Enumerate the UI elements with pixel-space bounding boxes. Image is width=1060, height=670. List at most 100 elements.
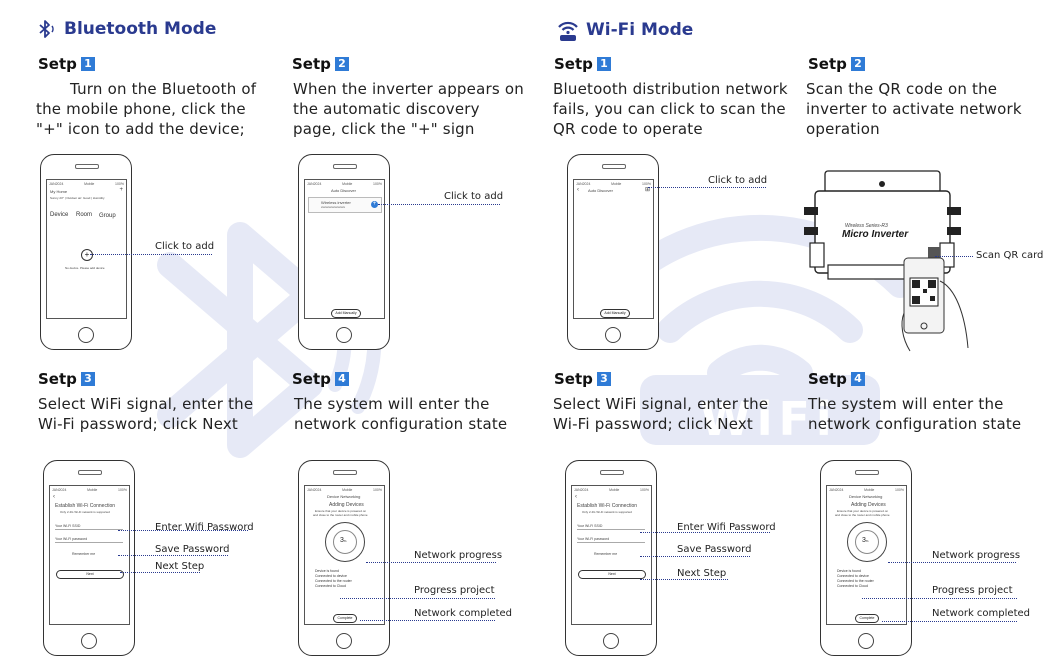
adding-desc-1: Ensure that your device is powered on — [837, 509, 889, 513]
tab-device[interactable]: Device — [50, 212, 69, 218]
wifi-conn-subtitle: Only 2.4G Wi-Fi network is supported — [582, 510, 632, 514]
status-time: JAN2024 — [829, 488, 844, 492]
phone-home-button — [336, 327, 352, 343]
wifi-icon — [558, 21, 578, 41]
remember-checkbox[interactable]: Remember me — [594, 552, 618, 556]
check-item: Connected to the router — [837, 579, 874, 583]
scan-plus-icon[interactable]: ⊞ — [644, 187, 650, 193]
screen-title: Auto Discover — [331, 188, 356, 193]
networking-title: Device Networking — [849, 494, 883, 499]
wifi-s3-callout-next: Next Step — [677, 568, 727, 579]
wifi-s1-callout: Click to add — [708, 175, 768, 186]
bt-s3-leader-2 — [118, 555, 228, 556]
status-carrier: Mobile — [84, 182, 95, 186]
text-line: operation — [806, 120, 880, 138]
step-label: Setp — [292, 55, 331, 73]
status-battery: 100% — [640, 488, 649, 492]
bt-s3-callout-password: Enter Wifi Password — [155, 522, 254, 533]
back-chevron-icon[interactable]: ‹ — [575, 494, 577, 500]
ssid-field[interactable]: Your Wi-Fi SSID — [55, 524, 81, 528]
wifi-s3-leader-3 — [640, 579, 728, 580]
complete-button[interactable]: Complete — [855, 614, 879, 623]
phone-speaker — [78, 470, 102, 475]
wifi-s4-leader-1 — [888, 562, 1016, 563]
password-field[interactable]: Your Wi-Fi password — [55, 537, 88, 541]
add-manually-button[interactable]: Add Manually — [600, 309, 630, 318]
add-device-circle-icon[interactable]: + — [81, 249, 93, 261]
check-item: Connected to Cloud — [837, 584, 868, 588]
ssid-field[interactable]: Your Wi-Fi SSID — [577, 524, 603, 528]
back-chevron-icon[interactable]: ‹ — [577, 187, 579, 193]
status-battery: 100% — [373, 182, 382, 186]
bt-s3-leader-1 — [118, 530, 248, 531]
complete-button[interactable]: Complete — [333, 614, 357, 623]
wifi-s1-leader — [648, 187, 766, 188]
discovered-device-card[interactable]: Wireless inverter xxxxxxxxxxxxxxxx + — [308, 197, 382, 213]
tab-group[interactable]: Group — [99, 213, 116, 219]
phone-home-button — [336, 633, 352, 649]
back-chevron-icon[interactable]: ‹ — [53, 494, 55, 500]
wifi-s4-leader-2 — [862, 598, 1017, 599]
bluetooth-mode-label: Bluetooth Mode — [64, 19, 217, 39]
networking-title: Device Networking — [327, 494, 361, 499]
status-time: JAN2024 — [49, 182, 64, 186]
add-device-plus-icon[interactable]: + — [371, 201, 378, 208]
text-line: the automatic discovery — [293, 100, 480, 118]
text-line: Wi-Fi password; click Next — [553, 415, 754, 433]
check-item: Device is found — [837, 569, 861, 573]
home-title: My Home — [50, 189, 68, 194]
text-line: QR code to operate — [553, 120, 703, 138]
wifi-s3-callout-save: Save Password — [677, 544, 752, 555]
bt-step2-heading: Setp 2 — [292, 55, 349, 73]
bt-s4-callout-project: Progress project — [414, 585, 495, 596]
wifi-step1-heading: Setp 1 — [554, 55, 611, 73]
step-number-badge: 3 — [596, 372, 611, 386]
progress-ring-inner — [855, 530, 879, 554]
status-carrier: Mobile — [609, 488, 620, 492]
tab-room[interactable]: Room — [76, 212, 93, 218]
wifi-conn-title: Establish Wi-Fi Connection — [577, 503, 638, 509]
check-item: Connected to device — [837, 574, 869, 578]
step-number-badge: 2 — [334, 57, 349, 71]
text-line: "+" icon to add the device; — [36, 120, 245, 138]
status-carrier: Mobile — [342, 488, 353, 492]
wifi-step2-heading: Setp 2 — [808, 55, 865, 73]
next-button[interactable]: Next — [56, 570, 124, 579]
adding-desc-1: Ensure that your device is powered on — [315, 509, 367, 513]
add-manually-button[interactable]: Add Manually — [331, 309, 361, 318]
next-button[interactable]: Next — [578, 570, 646, 579]
bt-step4-heading: Setp 4 — [292, 370, 349, 388]
status-battery: 100% — [642, 182, 651, 186]
progress-ring-inner — [333, 530, 357, 554]
step-label: Setp — [808, 55, 847, 73]
remember-checkbox[interactable]: Remember me — [72, 552, 96, 556]
progress-value: 3% — [340, 537, 347, 544]
bt-step2-text: When the inverter appears on the automat… — [293, 79, 524, 139]
add-plus-icon[interactable]: + — [119, 187, 123, 193]
wifi-s4-leader-3 — [882, 621, 1017, 622]
step-label: Setp — [808, 370, 847, 388]
text-line: The system will enter the — [294, 395, 490, 413]
status-time: JAN2024 — [576, 182, 591, 186]
phone-home-button — [81, 633, 97, 649]
phone-speaker — [333, 470, 357, 475]
step-number-badge: 4 — [334, 372, 349, 386]
bt-s4-callout-progress: Network progress — [414, 550, 503, 561]
text-line: Scan the QR code on the — [806, 80, 998, 98]
step-label: Setp — [554, 370, 593, 388]
bt-step3-text: Select WiFi signal, enter the Wi-Fi pass… — [38, 394, 253, 434]
text-line: The system will enter the — [808, 395, 1004, 413]
status-carrier: Mobile — [864, 488, 875, 492]
password-field[interactable]: Your Wi-Fi password — [577, 537, 610, 541]
